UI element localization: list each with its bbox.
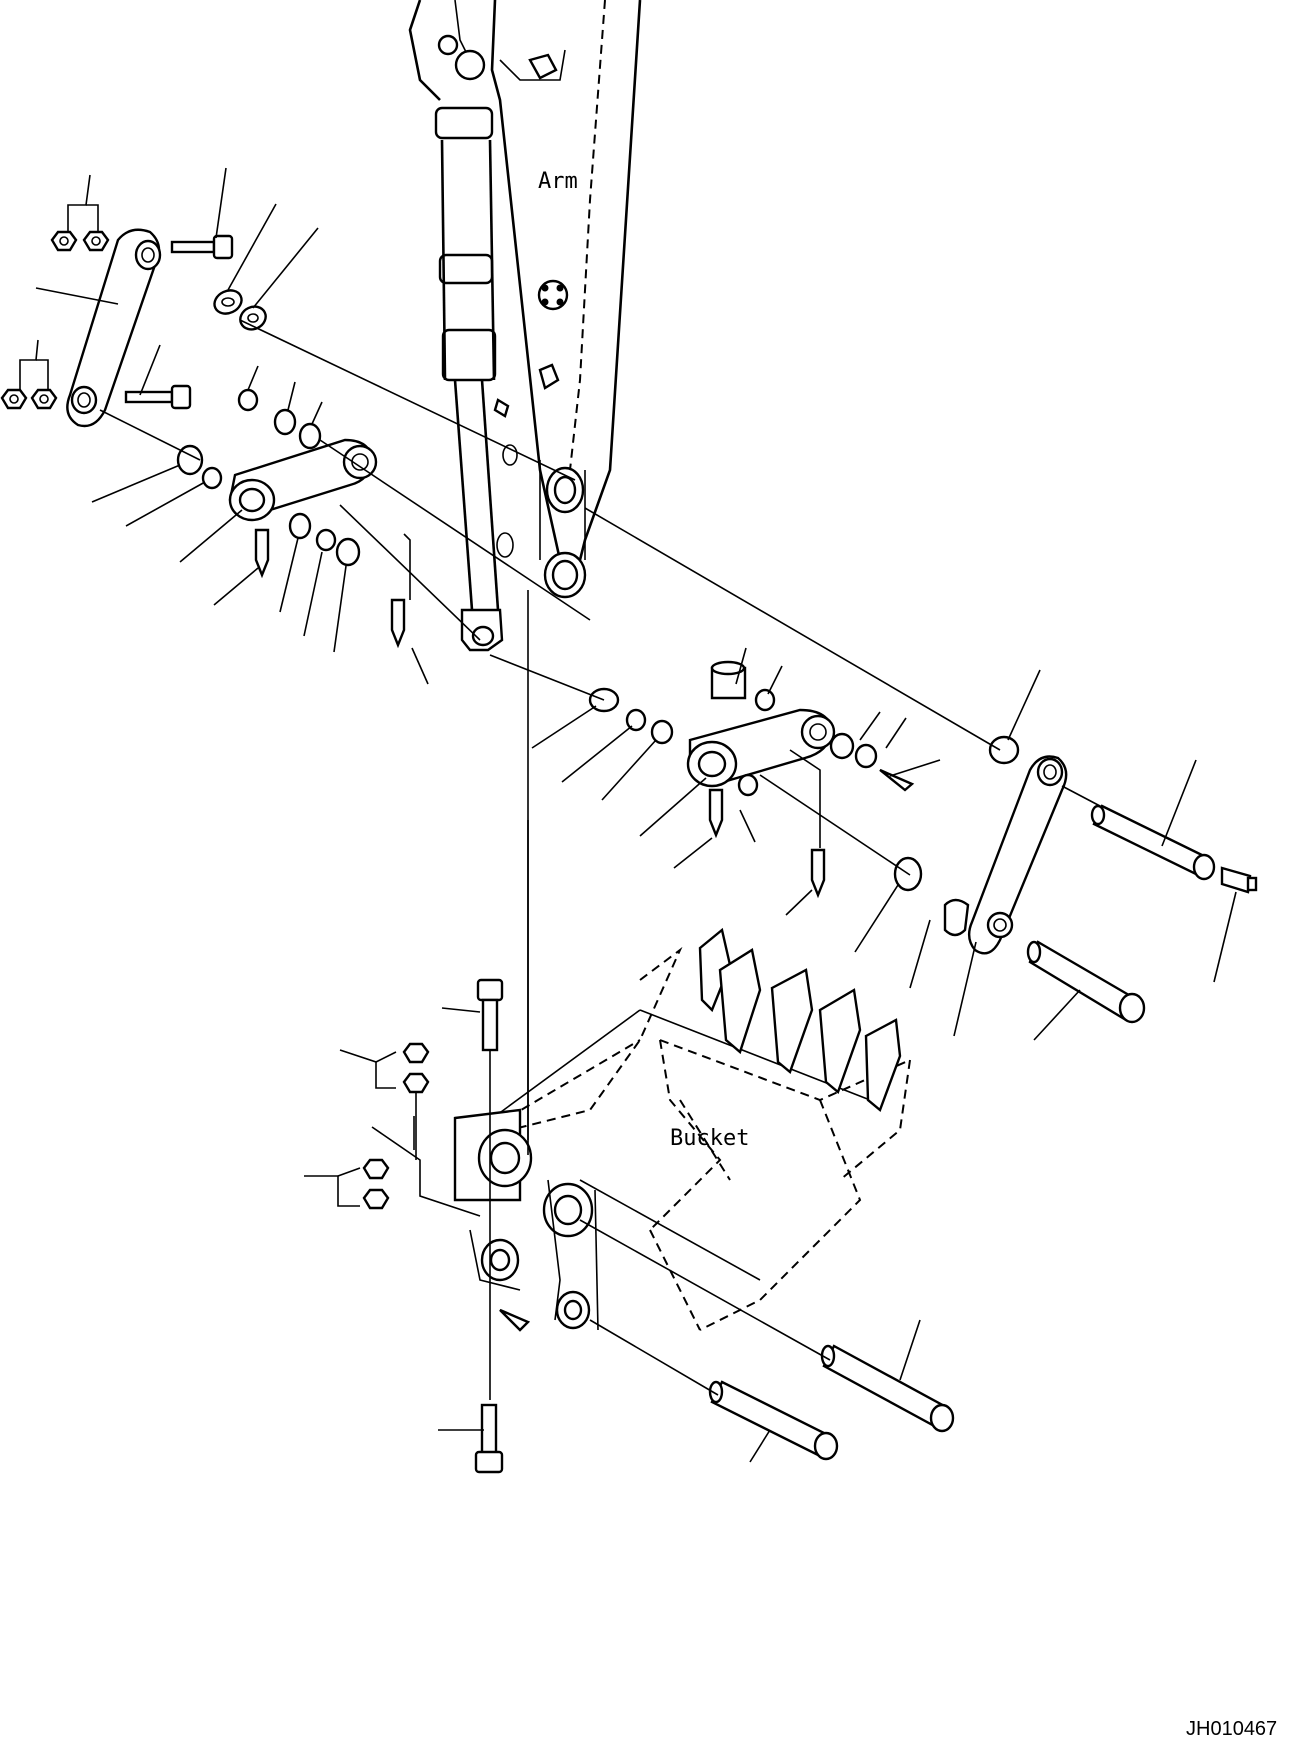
bolt-flange	[537, 279, 569, 311]
figure-code: JH010467	[1186, 1718, 1277, 1740]
bolt-bucket-top	[476, 978, 504, 1052]
pin-bucket-right	[820, 1344, 955, 1433]
link-right	[943, 755, 1068, 955]
link-upper-left	[66, 228, 162, 428]
arrow-right	[879, 768, 915, 792]
bolt-top	[170, 234, 234, 260]
arm: Arm	[490, 0, 642, 599]
bucket: Bucket	[453, 927, 911, 1332]
washers-lower	[588, 660, 1020, 892]
washers-middle	[288, 512, 361, 567]
bolt-left	[124, 384, 192, 410]
pin-bucket-left	[708, 1380, 839, 1461]
link-lower-middle	[686, 708, 836, 899]
bucket-cylinder	[408, 0, 510, 652]
leader-lines	[19, 167, 1237, 1463]
bucket-label: Bucket	[670, 1126, 749, 1151]
nut-pair-top	[50, 230, 110, 252]
link-upper-middle	[228, 438, 406, 649]
nuts-bucket	[362, 1042, 430, 1210]
arrow-bucket	[499, 1308, 531, 1332]
arm-label: Arm	[538, 169, 578, 194]
pin-upper-right	[1090, 804, 1258, 894]
bucket-teeth	[698, 927, 902, 1113]
nut-pair-left	[0, 388, 58, 410]
bucket-bosses	[453, 1108, 599, 1331]
pin-lower-right	[1026, 940, 1146, 1024]
bolt-bucket-bottom	[474, 1403, 504, 1474]
